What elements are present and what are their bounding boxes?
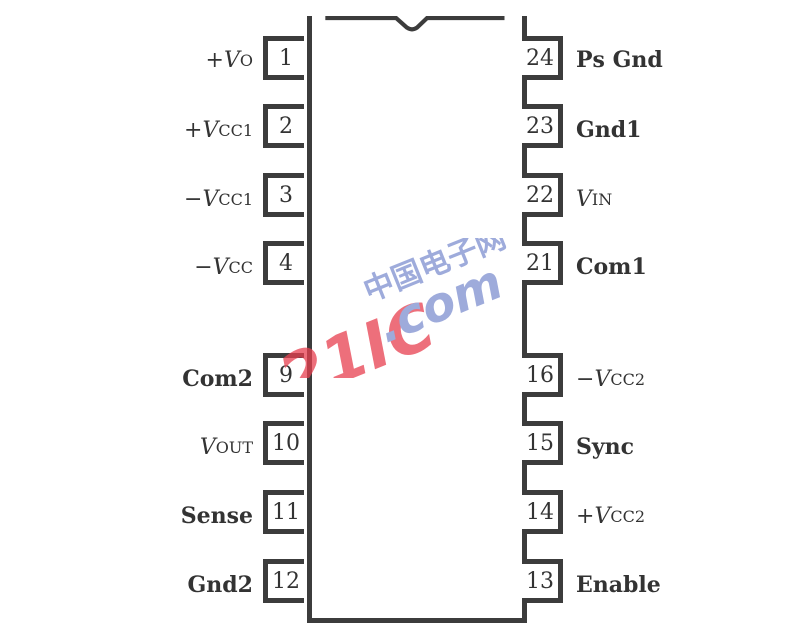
pin-1: 1 [263,36,304,80]
pin-label-9: Com2 [182,366,253,392]
pin-2: 2 [263,104,304,148]
pin-9: 9 [263,353,304,397]
pin-22: 22 [522,173,563,217]
pin-label-12: Gnd2 [187,572,253,598]
pin-23: 23 [522,104,563,148]
pin-21: 21 [522,241,563,285]
pin-10: 10 [263,421,304,465]
pin-label-23: Gnd1 [576,117,642,143]
pin-3: 3 [263,173,304,217]
pin-4: 4 [263,241,304,285]
ic-notch [325,16,505,32]
pin-label-24: Ps Gnd [576,47,663,73]
pin-15: 15 [522,421,563,465]
pin-14: 14 [522,490,563,534]
pin-label-11: Sense [180,503,253,529]
pin-label-13: Enable [576,572,661,598]
pin-13: 13 [522,559,563,603]
pin-24: 24 [522,36,563,80]
pin-12: 12 [263,559,304,603]
pin-label-21: Com1 [576,254,647,280]
pin-label-15: Sync [576,434,635,460]
pin-11: 11 [263,490,304,534]
pin-16: 16 [522,353,563,397]
ic-body [307,16,527,623]
